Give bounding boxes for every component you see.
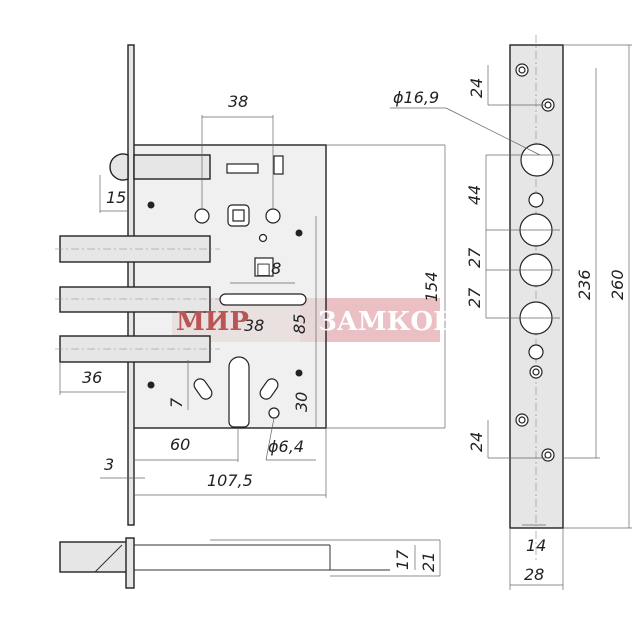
dim-hole-16-9: ϕ16,9 xyxy=(393,88,439,107)
dim-85: 85 xyxy=(290,314,309,334)
watermark-left: МИР xyxy=(176,307,249,337)
latch-bar xyxy=(133,154,211,180)
dim-30: 30 xyxy=(292,392,311,412)
watermark: МИР ЗАМКОВ xyxy=(176,307,455,337)
dim-24-top: 24 xyxy=(467,78,486,98)
watermark-right: ЗАМКОВ xyxy=(318,307,455,337)
dim-mid-38: 38 xyxy=(244,316,264,335)
dim-21: 21 xyxy=(419,552,438,572)
strike-plate: ϕ16,9 24 44 27 27 24 236 260 14 28 xyxy=(390,35,632,590)
dim-27-a: 27 xyxy=(465,247,484,268)
latch-head xyxy=(109,153,129,181)
dim-top-38: 38 xyxy=(228,92,248,111)
dim-15: 15 xyxy=(106,188,126,207)
side-view: 17 21 xyxy=(59,537,441,589)
dim-60: 60 xyxy=(170,435,190,454)
dim-8: □8 xyxy=(256,259,281,278)
lock-body: 38 15 □8 38 85 154 36 7 30 60 ϕ6,4 3 107… xyxy=(55,44,446,526)
dim-154: 154 xyxy=(422,271,441,302)
front-plate xyxy=(127,44,135,526)
dim-17: 17 xyxy=(393,549,412,570)
dim-236: 236 xyxy=(575,269,594,300)
dim-36: 36 xyxy=(82,368,102,387)
dim-3: 3 xyxy=(104,455,114,474)
dim-44: 44 xyxy=(465,185,484,205)
dim-27-b: 27 xyxy=(465,287,484,308)
dim-7: 7 xyxy=(167,397,186,408)
dim-24-bottom: 24 xyxy=(467,432,486,452)
dim-28: 28 xyxy=(524,565,544,584)
bolt-2 xyxy=(59,286,211,313)
dim-14: 14 xyxy=(526,536,546,555)
dim-260: 260 xyxy=(608,269,627,300)
dim-107-5: 107,5 xyxy=(207,471,253,490)
dim-hole-6-4: ϕ6,4 xyxy=(268,437,304,456)
